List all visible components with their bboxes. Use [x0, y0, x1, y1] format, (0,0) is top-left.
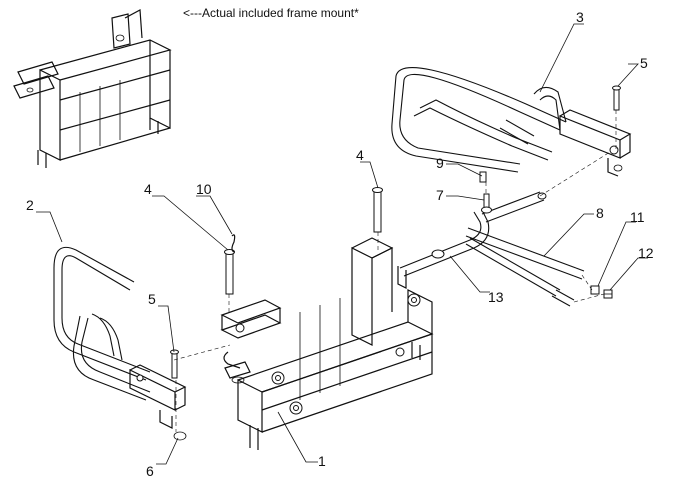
callout-12: 10 — [196, 181, 212, 197]
callout-9: 9 — [436, 155, 444, 171]
frame-mount-inset — [13, 9, 172, 168]
clip-12 — [231, 234, 236, 253]
callout-2: 2 — [26, 197, 34, 213]
pin-4-left — [224, 249, 235, 295]
callout-5-right: 5 — [640, 55, 648, 71]
pin-4-center — [372, 187, 383, 233]
callout-1: 1 — [318, 453, 326, 469]
callout-11: 12 — [638, 245, 654, 261]
part-13-hose-arm — [397, 191, 547, 289]
clip-6 — [173, 431, 187, 441]
part-8-arm — [465, 227, 585, 307]
callout-4-left: 4 — [144, 181, 152, 197]
pin-5-left — [170, 349, 179, 379]
callout-10: 11 — [630, 209, 645, 225]
callout-5-left: 5 — [148, 291, 156, 307]
part-1-main-frame — [220, 237, 434, 450]
clip-9 — [479, 171, 487, 183]
callouts: 2 4 10 4 5 6 5 3 9 7 8 11 12 13 1 — [26, 9, 654, 479]
callout-8: 8 — [596, 205, 604, 221]
leader-lines — [36, 23, 648, 465]
fitting-10 — [590, 285, 600, 295]
callout-6: 6 — [146, 463, 154, 479]
pin-7 — [481, 193, 492, 214]
lynch-pins — [223, 351, 245, 384]
callout-3: 3 — [576, 9, 584, 25]
fitting-11 — [603, 289, 613, 299]
part-3-right-hoop — [391, 67, 632, 177]
part-2-left-hoop — [53, 246, 187, 429]
assembly-center-lines — [173, 110, 617, 432]
callout-4-center: 4 — [356, 147, 364, 163]
callout-7: 7 — [436, 187, 444, 203]
pin-5-right — [612, 85, 621, 111]
frame-mount-caption: <---Actual included frame mount* — [183, 6, 359, 20]
callout-13: 13 — [488, 289, 504, 305]
